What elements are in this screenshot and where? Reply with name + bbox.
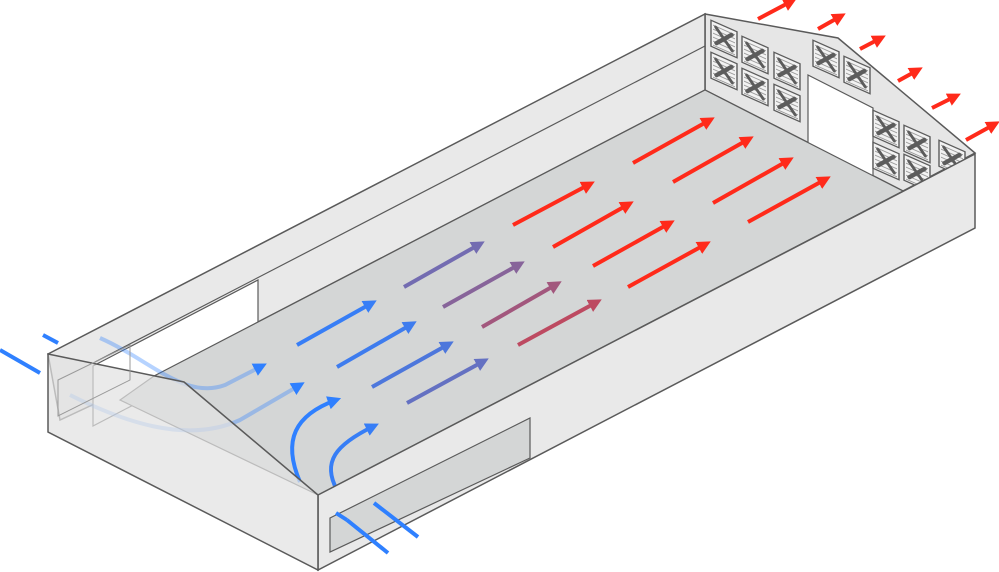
inlet-flow-icon bbox=[345, 518, 390, 555]
fan-icon bbox=[741, 35, 769, 75]
air-flow-arrow-icon bbox=[481, 281, 562, 329]
front-wall-inlet bbox=[329, 417, 531, 553]
inlet-flows bbox=[0, 333, 420, 555]
inlet-flow-icon bbox=[42, 333, 59, 345]
air-flow-arrow-icon bbox=[632, 117, 715, 165]
air-flow-arrow-icon bbox=[329, 423, 379, 491]
fan-icon bbox=[710, 51, 738, 91]
back-wall-top-edge bbox=[94, 45, 706, 363]
exhaust-fan-bank bbox=[710, 19, 966, 193]
air-flow-arrow-icon bbox=[517, 299, 602, 347]
fan-icon bbox=[903, 124, 931, 164]
air-flow-arrow-icon bbox=[296, 300, 377, 347]
exhaust-arrows bbox=[757, 0, 999, 142]
inlet-flow-icon bbox=[372, 501, 420, 539]
air-flow-arrow-icon bbox=[592, 220, 675, 268]
air-flow-arrow-icon bbox=[552, 201, 634, 249]
fan-icon bbox=[843, 55, 871, 95]
exhaust-arrow-icon bbox=[859, 35, 886, 51]
air-flow-arrow-icon bbox=[627, 241, 711, 289]
exhaust-arrow-icon bbox=[757, 0, 797, 21]
fan-icon bbox=[710, 19, 738, 59]
fan-icon bbox=[872, 109, 900, 149]
air-flow-arrow-icon bbox=[512, 181, 595, 227]
air-flow-arrow-icon bbox=[403, 241, 485, 289]
air-flow-arrow-icon bbox=[442, 261, 525, 309]
inlet-flow-icon bbox=[0, 348, 41, 375]
fan-icon bbox=[903, 153, 931, 193]
fan-icon bbox=[741, 67, 769, 107]
air-flow-arrow-icon bbox=[747, 176, 831, 224]
exhaust-arrow-icon bbox=[931, 93, 961, 110]
exhaust-arrow-icon bbox=[817, 13, 846, 31]
air-flow-arrow-icon bbox=[99, 336, 267, 391]
inlet-flow-icon bbox=[334, 511, 349, 522]
exhaust-arrow-icon bbox=[897, 67, 923, 83]
air-flow-arrow-icon bbox=[290, 396, 342, 483]
air-flow-arrow-icon bbox=[406, 358, 489, 405]
exhaust-arrow-icon bbox=[965, 121, 999, 142]
fan-icon bbox=[872, 141, 900, 181]
air-flow-arrow-icon bbox=[712, 157, 794, 205]
near-end-wall bbox=[47, 353, 319, 572]
air-flow-arrow-icon bbox=[336, 321, 417, 369]
air-flow-arrow-icon bbox=[672, 136, 754, 184]
air-flow-arrow-icon bbox=[371, 341, 454, 389]
fan-icon bbox=[773, 83, 801, 123]
fan-icon bbox=[812, 39, 840, 79]
near-end-inlet bbox=[57, 344, 131, 417]
fan-icon bbox=[773, 51, 801, 91]
